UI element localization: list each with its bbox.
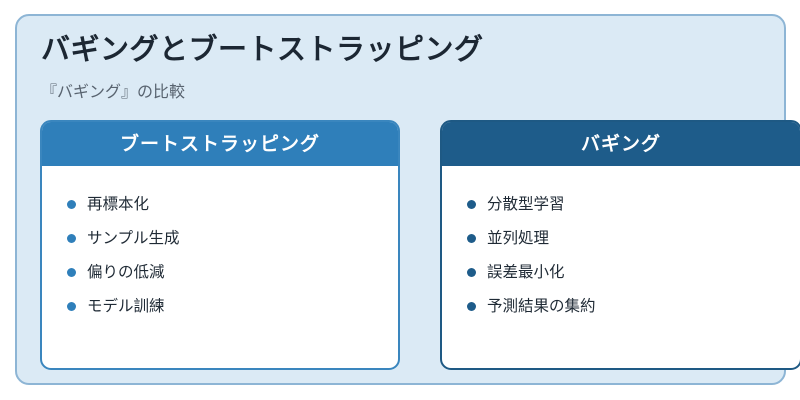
list-item: 分散型学習 [466,187,800,221]
bullet-dot-icon [467,234,476,243]
list-item-label: 分散型学習 [487,195,565,213]
bootstrapping-item-list: 再標本化 サンプル生成 偏りの低減 モデル訓練 [42,166,398,323]
diagram-subtitle: 『バギング』の比較 [41,82,186,101]
bootstrapping-card-heading: ブートストラッピング [42,122,398,166]
bullet-dot-icon [67,268,76,277]
list-item: 誤差最小化 [466,255,800,289]
list-item: 再標本化 [66,187,398,221]
list-item-label: 偏りの低減 [87,263,165,281]
list-item-label: 再標本化 [87,195,150,213]
list-item: モデル訓練 [66,289,398,323]
bullet-dot-icon [467,200,476,209]
bullet-dot-icon [67,302,76,311]
list-item-label: 予測結果の集約 [487,297,596,315]
list-item-label: 並列処理 [487,229,550,247]
bagging-item-list: 分散型学習 並列処理 誤差最小化 予測結果の集約 [442,166,800,323]
list-item-label: 誤差最小化 [487,263,565,281]
list-item-label: サンプル生成 [87,229,180,247]
list-item: 予測結果の集約 [466,289,800,323]
bagging-card: バギング 分散型学習 並列処理 誤差最小化 予測結果の集約 [440,120,800,370]
list-item: 並列処理 [466,221,800,255]
list-item: 偏りの低減 [66,255,398,289]
diagram-title: バギングとブートストラッピング [41,32,484,66]
list-item-label: モデル訓練 [87,297,165,315]
bullet-dot-icon [67,200,76,209]
bullet-dot-icon [67,234,76,243]
bullet-dot-icon [467,302,476,311]
bagging-card-heading: バギング [442,122,800,166]
bootstrapping-card: ブートストラッピング 再標本化 サンプル生成 偏りの低減 モデル訓練 [40,120,400,370]
bullet-dot-icon [467,268,476,277]
list-item: サンプル生成 [66,221,398,255]
